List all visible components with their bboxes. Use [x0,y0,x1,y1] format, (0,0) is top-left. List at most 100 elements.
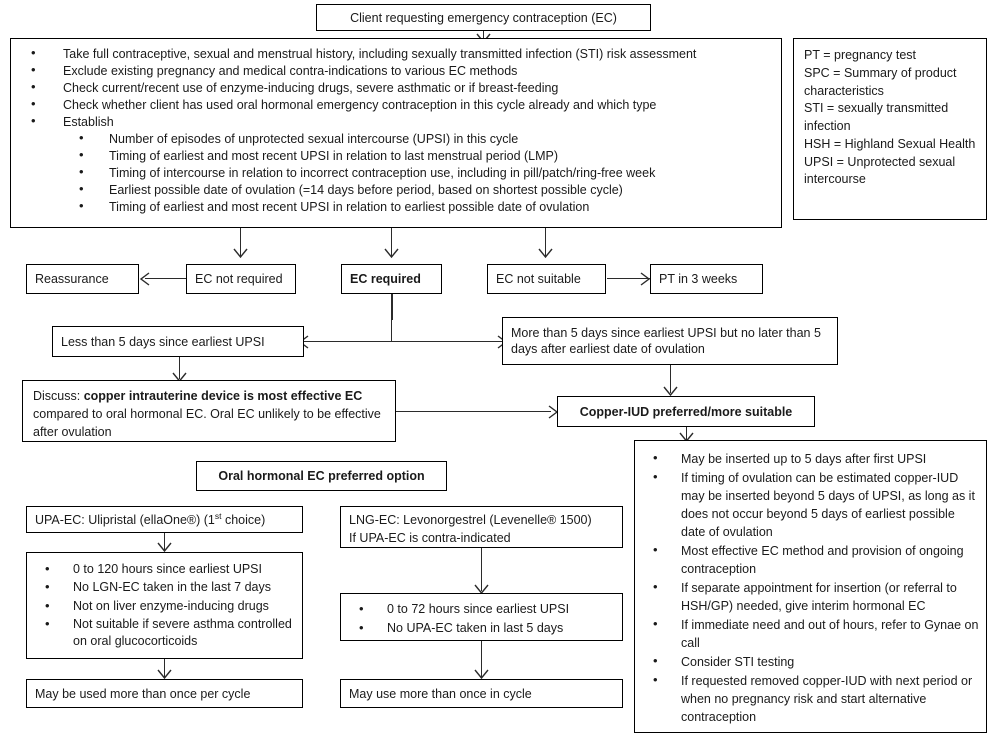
legend-item: PT = pregnancy test [804,48,916,62]
connector-less-than-5-to-discuss [179,357,181,379]
arrowhead-down-upa-bullets [157,542,172,553]
list-item: Timing of intercourse in relation to inc… [17,164,775,181]
lng-ec-bullet-list: 0 to 72 hours since earliest UPSI No UPA… [347,600,616,638]
assessment-sub-bullet-list: Number of episodes of unprotected sexual… [17,130,775,215]
list-item: Most effective EC method and provision o… [641,541,980,578]
connector-ec-required-stem [391,320,393,342]
arrowhead-left-reassurance [139,272,150,286]
connector-start-to-assessment [483,30,485,38]
node-pt-in-3-weeks[interactable]: PT in 3 weeks [650,264,763,294]
upa-ec-bullet-list: 0 to 120 hours since earliest UPSI No LG… [33,560,296,651]
connector-lng-bullets-to-footer [481,641,483,677]
node-ec-not-suitable[interactable]: EC not suitable [487,264,606,294]
node-start-label: Client requesting emergency contraceptio… [350,10,617,25]
node-copper-iud-preferred[interactable]: Copper-IUD preferred/more suitable [557,396,815,427]
list-item: Timing of earliest and most recent UPSI … [17,147,775,164]
node-upa-ec-footer[interactable]: May be used more than once per cycle [26,679,303,708]
lng-ec-title-line2: If UPA-EC is contra-indicated [349,530,511,545]
arrowhead-down-copper-iud [663,386,678,397]
connector-copper-iud-to-details [686,427,688,441]
list-item: If immediate need and out of hours, refe… [641,615,980,652]
upa-title-post: choice) [221,512,266,527]
connector-ec-required-down [391,294,393,320]
node-lng-ec-footer[interactable]: May use more than once in cycle [340,679,623,708]
node-discuss-copper-iud[interactable]: Discuss: copper intrauterine device is m… [22,380,396,442]
node-upa-ec-footer-label: May be used more than once per cycle [35,686,251,701]
list-item: No LGN-EC taken in the last 7 days [33,578,296,596]
node-lng-ec-footer-label: May use more than once in cycle [349,686,532,701]
node-ec-not-suitable-label: EC not suitable [496,272,581,286]
legend-item: HSH = Highland Sexual Health [804,136,976,151]
node-pt-in-3-weeks-label: PT in 3 weeks [659,272,738,286]
node-more-than-5-days[interactable]: More than 5 days since earliest UPSI but… [502,317,838,365]
node-legend: PT = pregnancy test SPC = Summary of pro… [793,38,987,220]
node-reassurance[interactable]: Reassurance [26,264,139,294]
node-less-than-5-days-label: Less than 5 days since earliest UPSI [61,334,265,349]
node-ec-required[interactable]: EC required [341,264,442,294]
upa-ec-title-text: UPA-EC: Ulipristal (ellaOne®) (1st choic… [35,510,266,528]
node-lng-ec-criteria[interactable]: 0 to 72 hours since earliest UPSI No UPA… [340,593,623,641]
list-item: If timing of ovulation can be estimated … [641,468,980,541]
list-item: Consider STI testing [641,652,980,671]
connector-ec-not-required-to-reassurance [145,278,189,280]
upa-title-pre: UPA-EC: Ulipristal (ellaOne®) (1 [35,512,215,527]
node-ec-not-required-label: EC not required [195,272,283,286]
upa-title-sup: st [214,510,222,521]
discuss-suffix: compared to oral hormonal EC. Oral EC un… [33,406,381,439]
list-item: Earliest possible date of ovulation (=14… [17,181,775,198]
connector-lng-title-to-bullets [481,547,483,591]
node-copper-iud-preferred-label: Copper-IUD preferred/more suitable [579,404,793,419]
list-item: No UPA-EC taken in last 5 days [347,619,616,638]
legend-item: UPSI = Unprotected sexual intercourse [804,154,956,187]
list-item: If requested removed copper-IUD with nex… [641,671,980,726]
connector-to-ec-not-required [240,228,242,256]
connector-ec-required-split [303,341,503,343]
connector-discuss-to-copper-iud [396,411,551,413]
assessment-bullet-list: Take full contraceptive, sexual and mens… [17,45,775,130]
node-more-than-5-days-label: More than 5 days since earliest UPSI but… [511,326,821,356]
list-item: Number of episodes of unprotected sexual… [17,130,775,147]
arrowhead-right-pt [640,272,651,286]
list-item: Take full contraceptive, sexual and mens… [17,45,775,62]
list-item: If separate appointment for insertion (o… [641,578,980,615]
arrowhead-down-lng-footer [474,669,489,680]
list-item: Not on liver enzyme-inducing drugs [33,596,296,615]
list-item: May be inserted up to 5 days after first… [641,449,980,468]
copper-iud-bullet-list: May be inserted up to 5 days after first… [641,449,980,726]
node-copper-iud-details[interactable]: May be inserted up to 5 days after first… [634,440,987,733]
discuss-bold-text: copper intrauterine device is most effec… [83,389,363,403]
discuss-prefix: Discuss: [33,389,84,403]
lng-ec-title-line1: LNG-EC: Levonorgestrel (Levenelle® 1500) [349,513,592,527]
legend-item: STI = sexually transmitted infection [804,101,949,133]
list-item: Exclude existing pregnancy and medical c… [17,62,775,79]
list-item: Check current/recent use of enzyme-induc… [17,79,775,96]
list-item: Establish [17,113,775,130]
node-assessment[interactable]: Take full contraceptive, sexual and mens… [10,38,782,228]
legend-item: SPC = Summary of product characteristics [804,65,957,98]
arrowhead-down-ec-not-required [233,248,248,259]
connector-upa-title-to-bullets [164,532,166,550]
arrowhead-down-ec-not-suitable [538,248,553,259]
arrowhead-down-upa-footer [157,669,172,680]
connector-ec-not-suitable-to-pt [607,278,650,280]
node-lng-ec-title[interactable]: LNG-EC: Levonorgestrel (Levenelle® 1500)… [340,506,623,548]
node-reassurance-label: Reassurance [35,272,109,286]
node-ec-not-required[interactable]: EC not required [186,264,296,294]
node-start[interactable]: Client requesting emergency contraceptio… [316,4,651,31]
list-item: Timing of earliest and most recent UPSI … [17,198,775,215]
node-upa-ec-criteria[interactable]: 0 to 120 hours since earliest UPSI No LG… [26,552,303,659]
node-ec-required-label: EC required [350,272,421,286]
arrowhead-down-ec-required [384,248,399,259]
node-less-than-5-days[interactable]: Less than 5 days since earliest UPSI [52,326,304,357]
node-oral-hormonal-preferred-label: Oral hormonal EC preferred option [218,469,425,483]
list-item: 0 to 120 hours since earliest UPSI [33,560,296,578]
node-oral-hormonal-preferred[interactable]: Oral hormonal EC preferred option [196,461,447,491]
connector-to-ec-required [391,228,393,256]
list-item: Not suitable if severe asthma controlled… [33,615,296,651]
list-item: Check whether client has used oral hormo… [17,96,775,113]
connector-upa-bullets-to-footer [164,659,166,677]
connector-to-ec-not-suitable [545,228,547,256]
list-item: 0 to 72 hours since earliest UPSI [347,600,616,619]
node-upa-ec-title[interactable]: UPA-EC: Ulipristal (ellaOne®) (1st choic… [26,506,303,533]
connector-more-than-5-to-copper-iud [670,365,672,393]
